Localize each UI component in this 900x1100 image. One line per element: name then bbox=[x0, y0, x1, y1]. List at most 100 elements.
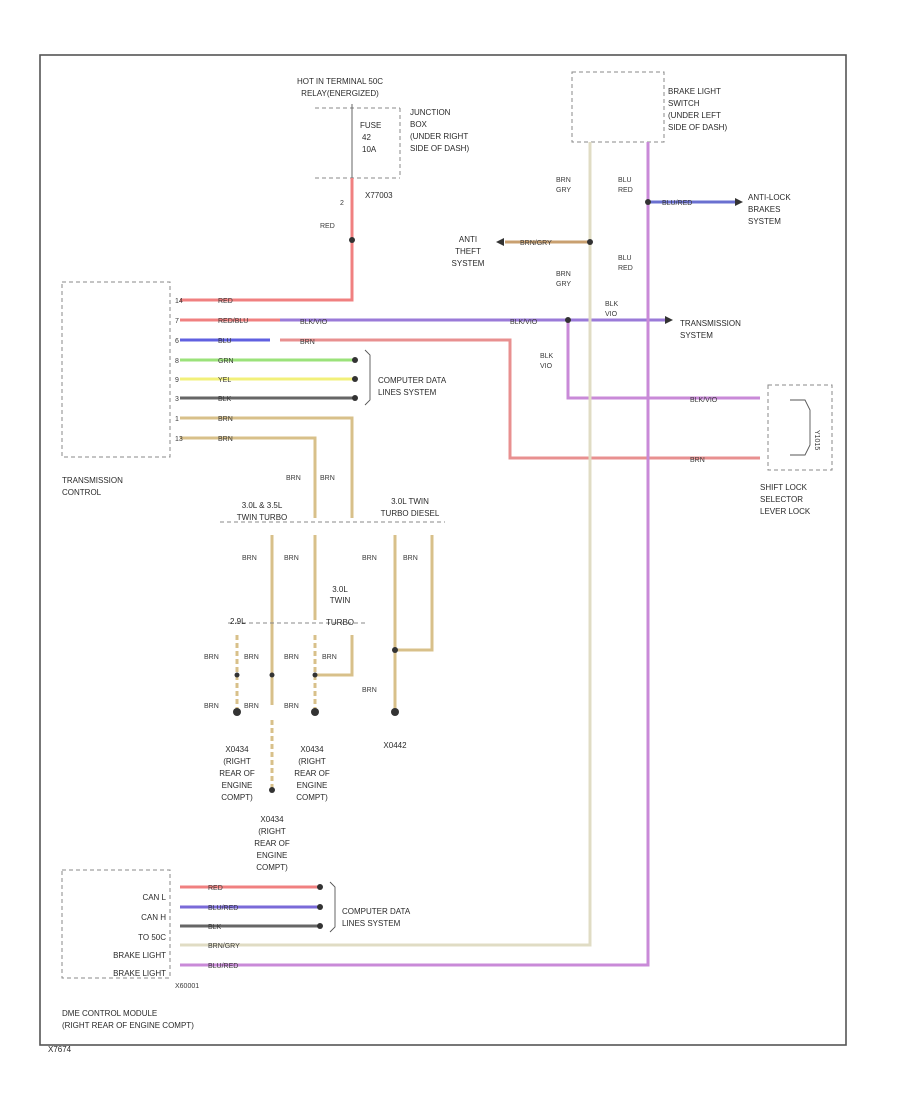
wire-tag-brn-16: BRN bbox=[362, 687, 377, 694]
brake-switch-box bbox=[571, 71, 665, 143]
dme-box bbox=[61, 869, 171, 979]
ground-point bbox=[391, 708, 399, 716]
splice-dot bbox=[312, 672, 318, 678]
wire-tag-blk-2: BLK bbox=[540, 353, 554, 360]
splice-dot bbox=[349, 237, 355, 243]
shift-label-2: SELECTOR bbox=[760, 495, 803, 504]
wire-tag-blu: BLU bbox=[218, 338, 232, 345]
wire-gry-label: GRY bbox=[556, 187, 571, 194]
wire-tag-brn-11: BRN bbox=[284, 654, 299, 661]
shift-lock-solenoid: Y1015 SHIFT LOCK SELECTOR LEVER LOCK bbox=[760, 384, 833, 516]
wire-tag-yel: YEL bbox=[218, 377, 231, 384]
option-b-1: 3.0L TWIN bbox=[391, 497, 429, 506]
pin-6: 6 bbox=[175, 338, 179, 345]
anti-theft-label-3: SYSTEM bbox=[452, 259, 485, 268]
ground-3-l3: REAR OF bbox=[254, 839, 290, 848]
junction-label-3: (UNDER RIGHT bbox=[410, 132, 468, 141]
diagram-frame bbox=[39, 54, 847, 1046]
option-b-2: TURBO DIESEL bbox=[381, 509, 440, 518]
trans-system-label-1: TRANSMISSION bbox=[680, 319, 741, 328]
brake-switch-label-2: SWITCH bbox=[668, 99, 700, 108]
wire-tag-brn-6: BRN bbox=[284, 555, 299, 562]
splice-dot bbox=[565, 317, 571, 323]
wire-tag-vio: VIO bbox=[605, 311, 618, 318]
wire-tag-brn-7: BRN bbox=[362, 555, 377, 562]
wire-tag-brn-9: BRN bbox=[204, 654, 219, 661]
ground-2-l4: ENGINE bbox=[297, 781, 328, 790]
wire-brn-g bbox=[315, 635, 354, 677]
wire-brn-label-2: BRN bbox=[556, 271, 571, 278]
arrow-dot bbox=[317, 904, 323, 910]
wire-tag-brn-5: BRN bbox=[242, 555, 257, 562]
wire-tag-brn-1: BRN bbox=[218, 416, 233, 423]
arrow-dot bbox=[352, 395, 358, 401]
cdl-label-2: LINES SYSTEM bbox=[378, 388, 437, 397]
ground-2-l3: REAR OF bbox=[294, 769, 330, 778]
fuse-label: FUSE bbox=[360, 121, 381, 130]
junction-label-1: JUNCTION bbox=[410, 108, 451, 117]
shift-lock-box bbox=[767, 384, 833, 471]
wire-tag-red: RED bbox=[218, 298, 233, 305]
hot-in-relay-label: RELAY(ENERGIZED) bbox=[301, 89, 379, 98]
pin-7: 7 bbox=[175, 318, 179, 325]
ground-point bbox=[233, 708, 241, 716]
ground-1-l5: COMPT) bbox=[221, 793, 253, 802]
dme-control-module: CAN L CAN H TO 50C BRAKE LIGHT BRAKE LIG… bbox=[61, 869, 240, 1030]
fuse-number: 42 bbox=[362, 133, 371, 142]
ground-point bbox=[311, 708, 319, 716]
splice-dot bbox=[269, 672, 275, 678]
wire-tag-blk: BLK bbox=[605, 301, 619, 308]
splice-dot bbox=[645, 199, 651, 205]
wire-tag-blk-vio-2: BLK/VIO bbox=[510, 319, 538, 326]
wire-gry-label-2: GRY bbox=[556, 281, 571, 288]
wire-tag-blu-red-3: BLU/RED bbox=[208, 963, 238, 970]
footer-code: X7674 bbox=[48, 1045, 72, 1054]
option-c-2: 3.0L bbox=[332, 585, 348, 594]
dme-label-1: DME CONTROL MODULE bbox=[62, 1009, 157, 1018]
dme-brake-light-2: BRAKE LIGHT bbox=[113, 969, 166, 978]
shift-label-3: LEVER LOCK bbox=[760, 507, 811, 516]
arrow-head bbox=[496, 238, 504, 246]
wire-tag-brn-15: BRN bbox=[284, 703, 299, 710]
anti-theft-label-1: ANTI bbox=[459, 235, 477, 244]
dme-brake-light: BRAKE LIGHT bbox=[113, 951, 166, 960]
ground-2-l5: COMPT) bbox=[296, 793, 328, 802]
wire-brn-pin13 bbox=[180, 436, 317, 518]
brake-switch-label-4: SIDE OF DASH) bbox=[668, 123, 727, 132]
wire-tag-brn-3: BRN bbox=[286, 475, 301, 482]
pin-3: 3 bbox=[175, 396, 179, 403]
ground-2-id: X0434 bbox=[300, 745, 324, 754]
wire-tag-brn-4: BRN bbox=[320, 475, 335, 482]
wire-tag-brn-2: BRN bbox=[218, 436, 233, 443]
dme-label-2: (RIGHT REAR OF ENGINE COMPT) bbox=[62, 1021, 194, 1030]
splice-dot bbox=[587, 239, 593, 245]
wire-tag-brn-12: BRN bbox=[322, 654, 337, 661]
abs-label-2: BRAKES bbox=[748, 205, 780, 214]
ground-3-l5: COMPT) bbox=[256, 863, 288, 872]
hot-in-label: HOT IN TERMINAL 50C bbox=[297, 77, 383, 86]
brake-light-switch: BRAKE LIGHT SWITCH (UNDER LEFT SIDE OF D… bbox=[571, 71, 727, 143]
wire-tag-brn-gry-2: BRN/GRY bbox=[208, 943, 240, 950]
arrow-dot bbox=[352, 376, 358, 382]
option-a-1: 3.0L & 3.5L bbox=[242, 501, 283, 510]
wire-red-label: RED bbox=[320, 223, 335, 230]
arrow-head bbox=[665, 316, 673, 324]
fuse-amps: 10A bbox=[362, 145, 377, 154]
wire-tag-blu-red: BLU/RED bbox=[662, 200, 692, 207]
splice-dot bbox=[392, 647, 398, 653]
wires bbox=[180, 142, 760, 967]
tcm-box bbox=[61, 281, 171, 458]
wire-tag-red-2: RED bbox=[208, 885, 223, 892]
ground-1-l2: (RIGHT bbox=[223, 757, 251, 766]
wire-brn-pin1 bbox=[180, 416, 354, 518]
dme-can-h: CAN H bbox=[141, 913, 166, 922]
wire-red-label-2: RED bbox=[618, 187, 633, 194]
wire-tag-vio-2: VIO bbox=[540, 363, 553, 370]
wire-blu-red-brake bbox=[180, 142, 650, 967]
cdl-label-4: LINES SYSTEM bbox=[342, 919, 401, 928]
solenoid-symbol bbox=[790, 399, 811, 456]
wire-brn-d bbox=[395, 535, 434, 652]
wire-tag-brn-13: BRN bbox=[204, 703, 219, 710]
wire-blu-label: BLU bbox=[618, 177, 632, 184]
ground-3-l4: ENGINE bbox=[257, 851, 288, 860]
